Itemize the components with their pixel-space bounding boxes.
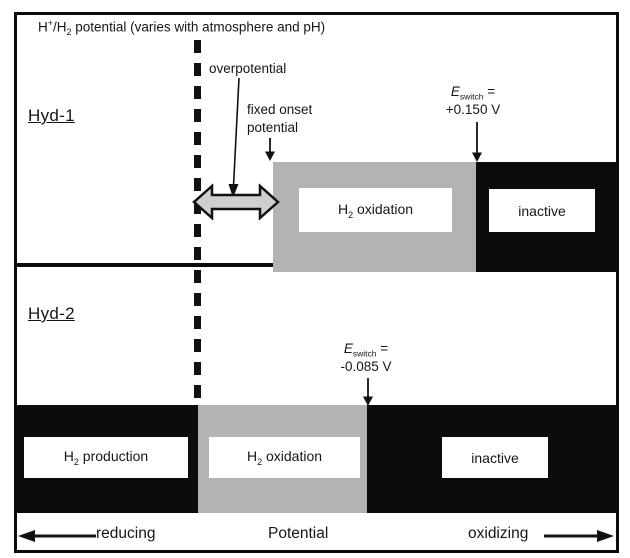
h2-potential-dashed-line <box>194 40 201 406</box>
title-pre: H <box>38 19 48 35</box>
hyd2-eswitch-line1: Eswitch = <box>318 341 414 359</box>
hyd2-eswitch-label: Eswitch = -0.085 V <box>318 341 414 376</box>
fixed-onset-arrow-icon <box>265 138 275 161</box>
fixed-onset-line2: potential <box>247 119 299 135</box>
hyd1-eswitch-arrow-icon <box>472 122 482 162</box>
label-pre: H <box>337 200 349 217</box>
hyd1-oxidation-label: H2 oxidation <box>338 201 413 220</box>
label-pre: H <box>63 448 74 465</box>
eswitch-subscript: switch <box>352 348 377 359</box>
hyd2-inactive-box: inactive <box>442 437 548 478</box>
fixed-onset-label: fixed onset potential <box>247 101 312 136</box>
eswitch-symbol: E <box>343 341 353 356</box>
fixed-onset-line1: fixed onset <box>247 102 313 117</box>
label-pre: H <box>246 448 258 465</box>
overpotential-label: overpotential <box>209 61 287 76</box>
axis-label-potential: Potential <box>268 525 329 542</box>
label-sub: 2 <box>348 209 354 220</box>
hyd2-production-label: H2 production <box>64 448 148 467</box>
title-superscript: + <box>47 18 54 28</box>
title-subscript: 2 <box>66 27 72 38</box>
outer-border <box>14 12 619 553</box>
label-post: production <box>78 448 149 465</box>
hyd2-oxidation-label: H2 oxidation <box>247 448 322 467</box>
axis-arrow-left-icon <box>18 530 96 542</box>
overpotential-pointer-arrow-icon <box>228 77 240 198</box>
axis-label-reducing: reducing <box>96 525 156 542</box>
hyd1-row-label: Hyd-1 <box>28 106 75 125</box>
h2-potential-title: H+/H2 potential (varies with atmosphere … <box>38 18 325 37</box>
hyd1-oxidation-box: H2 oxidation <box>299 188 452 232</box>
hyd2-production-box: H2 production <box>24 437 188 478</box>
hyd2-inactive-label: inactive <box>471 449 519 466</box>
label-sub: 2 <box>73 456 79 467</box>
axis-arrow-right-icon <box>544 530 614 542</box>
eswitch-symbol: E <box>450 84 460 99</box>
hyd2-oxidation-box: H2 oxidation <box>209 437 360 478</box>
hyd2-eswitch-arrow-icon <box>363 378 373 406</box>
eswitch-equals: = <box>376 341 389 356</box>
label-sub: 2 <box>257 456 263 467</box>
label-post: oxidation <box>262 448 323 465</box>
eswitch-subscript: switch <box>459 91 484 102</box>
hyd1-inactive-label: inactive <box>518 202 566 219</box>
title-mid: /H <box>53 19 67 35</box>
hyd2-eswitch-value: -0.085 V <box>340 359 392 375</box>
title-post: potential (varies with atmosphere and pH… <box>71 19 326 35</box>
label-post: oxidation <box>353 200 414 217</box>
axis-label-oxidizing: oxidizing <box>468 525 529 542</box>
hyd2-row-label: Hyd-2 <box>28 304 75 323</box>
overpotential-range-arrow-icon <box>192 183 280 221</box>
hyd1-eswitch-value: +0.150 V <box>445 102 501 118</box>
hyd1-eswitch-label: Eswitch = +0.150 V <box>425 84 521 119</box>
hyd1-eswitch-line1: Eswitch = <box>425 84 521 102</box>
hyd1-inactive-box: inactive <box>489 189 595 232</box>
eswitch-equals: = <box>483 84 496 99</box>
